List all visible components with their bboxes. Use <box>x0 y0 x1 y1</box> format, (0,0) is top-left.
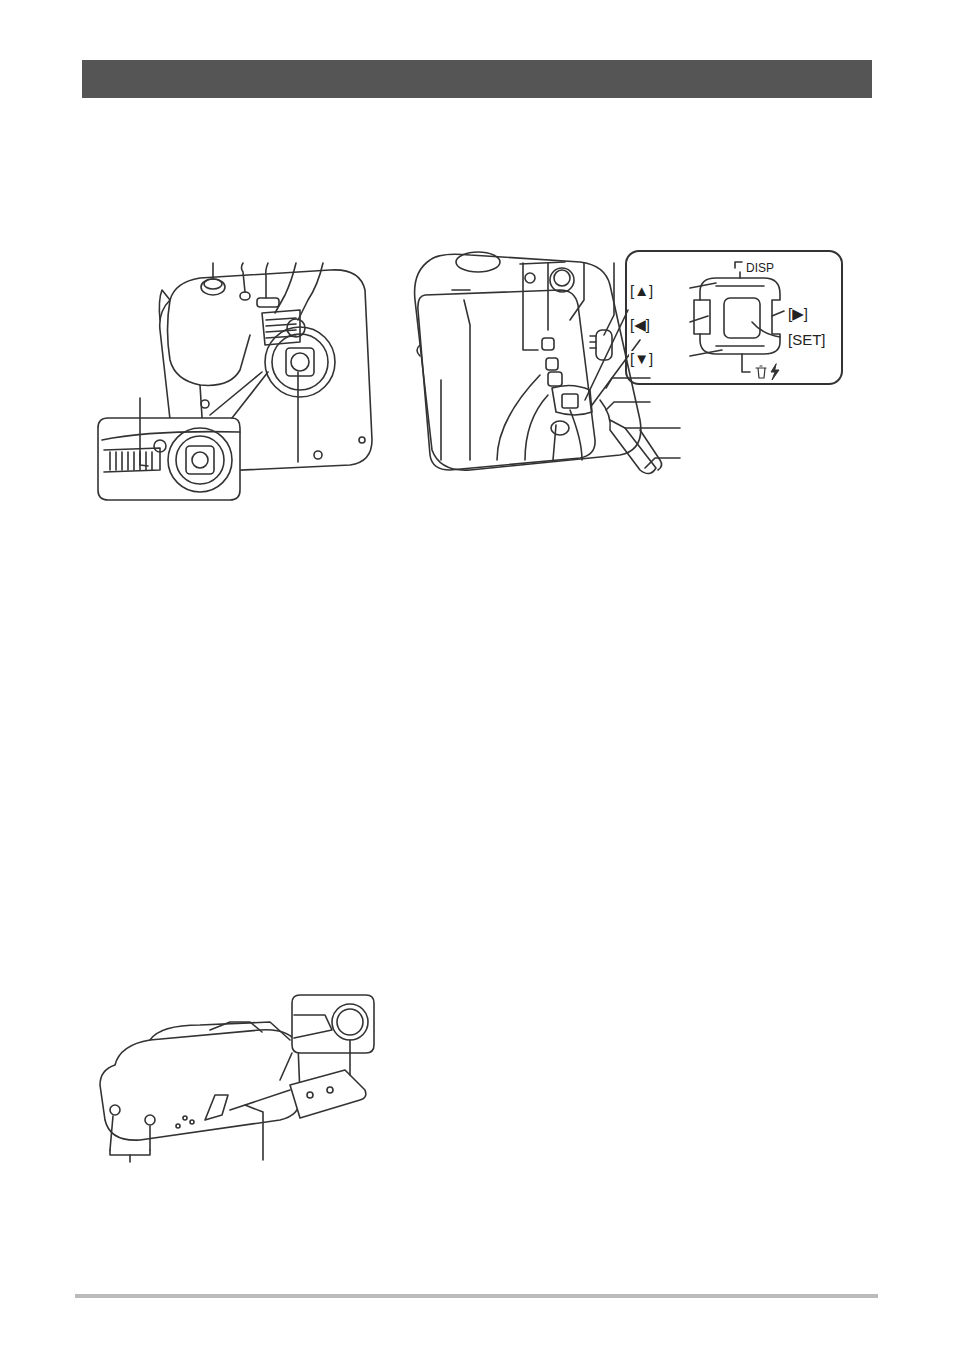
bottom-camera <box>100 995 374 1162</box>
button-label: [◀] <box>629 317 651 332</box>
button-label: [▶] <box>787 306 809 321</box>
footer-rule <box>75 1294 878 1298</box>
button-label: [SET] <box>787 332 827 347</box>
button-label: DISP <box>745 262 775 274</box>
back-camera <box>415 252 680 474</box>
control-button-detail <box>690 262 784 380</box>
header-bar <box>82 60 872 98</box>
button-inset-box: DISP [▲] [◀] [▶] [SET] [▼] <box>625 250 843 385</box>
button-label: [▼] <box>629 351 654 366</box>
button-label: [▲] <box>629 283 654 298</box>
front-camera <box>98 263 372 500</box>
